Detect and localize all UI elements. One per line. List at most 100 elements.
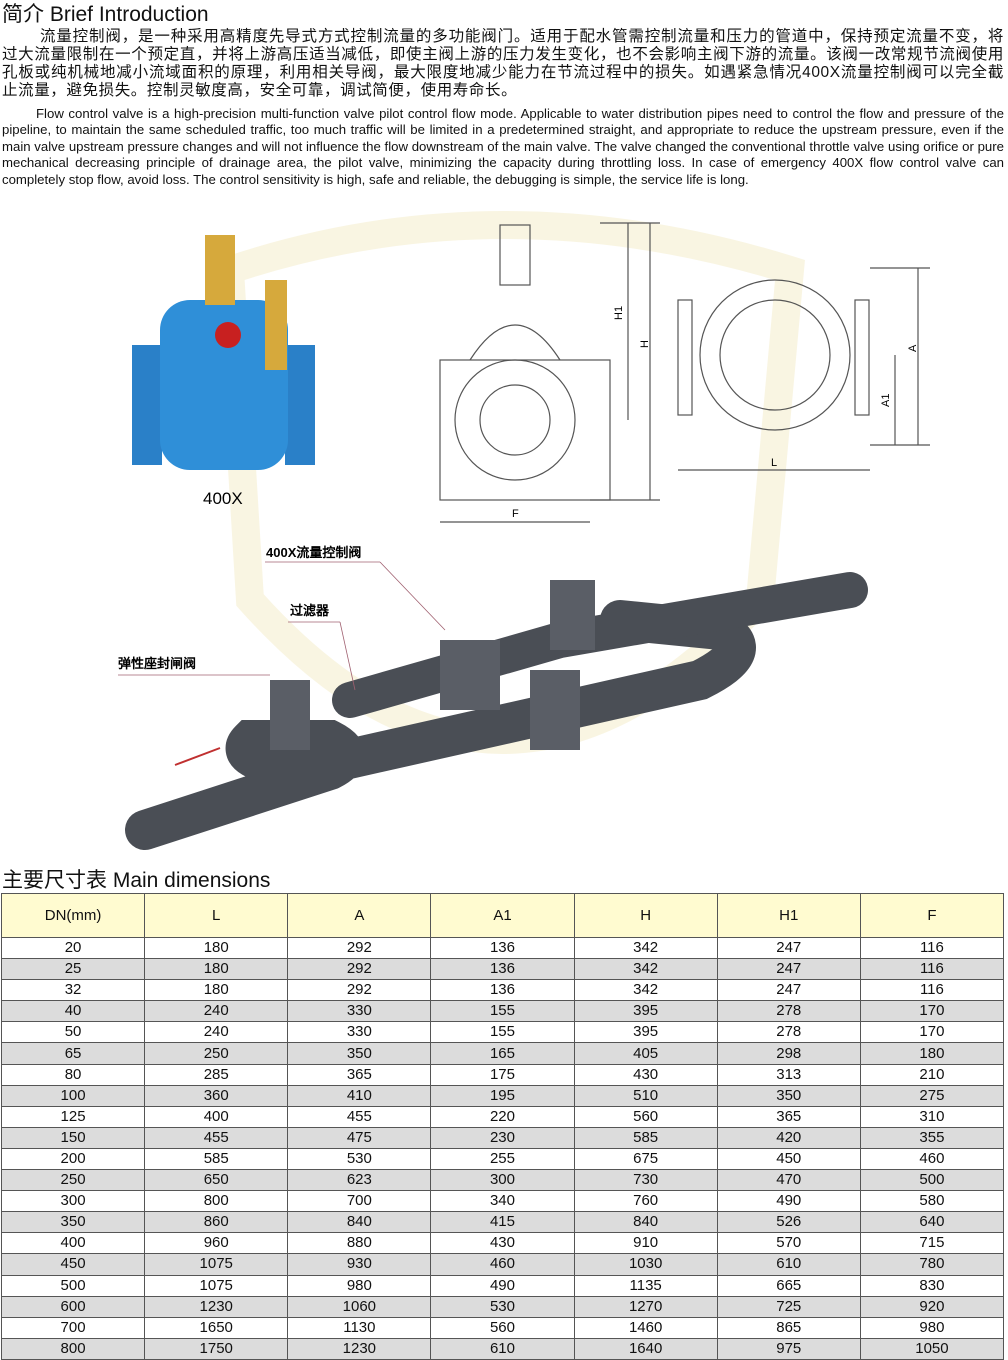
column-header: A [287, 893, 432, 938]
table-cell: 580 [859, 1190, 1005, 1213]
intro-chinese-text: 流量控制阀，是一种采用高精度先导式方式控制流量的多功能阀门。适用于配水管需控制流… [2, 28, 1004, 99]
table-cell: 250 [144, 1042, 289, 1065]
table-cell: 170 [859, 1021, 1005, 1044]
table-cell: 760 [573, 1190, 718, 1213]
table-cell: 500 [0, 1275, 146, 1297]
table-cell: 455 [144, 1127, 289, 1149]
front-drawing [439, 222, 660, 523]
table-cell: 526 [716, 1211, 861, 1234]
intro-title: 简介 Brief Introduction [2, 3, 209, 26]
table-cell: 116 [859, 937, 1005, 960]
table-cell: 247 [716, 937, 861, 960]
dimensions-title: 主要尺寸表 Main dimensions [2, 869, 271, 892]
model-label: 400X [203, 489, 243, 508]
table-cell: 292 [287, 958, 432, 981]
dim-l-label: L [771, 457, 777, 469]
table-cell: 395 [573, 1000, 718, 1023]
table-cell: 510 [573, 1085, 718, 1107]
table-cell: 210 [859, 1064, 1005, 1086]
table-cell: 600 [0, 1296, 146, 1318]
table-cell: 1075 [144, 1253, 289, 1276]
table-cell: 830 [859, 1275, 1005, 1297]
table-cell: 350 [716, 1085, 861, 1107]
column-header: A1 [430, 893, 575, 938]
dim-a1-label: A1 [880, 394, 892, 407]
table-cell: 800 [144, 1190, 289, 1213]
table-cell: 585 [144, 1148, 289, 1171]
table-cell: 570 [716, 1232, 861, 1255]
table-cell: 365 [287, 1064, 432, 1086]
column-header: L [144, 893, 289, 938]
table-cell: 155 [430, 1000, 575, 1023]
table-cell: 1050 [859, 1338, 1005, 1360]
table-cell: 20 [0, 937, 146, 960]
table-cell: 623 [287, 1169, 432, 1192]
table-cell: 650 [144, 1169, 289, 1192]
table-cell: 1075 [144, 1275, 289, 1297]
table-cell: 25 [0, 958, 146, 981]
table-cell: 640 [859, 1211, 1005, 1234]
table-cell: 165 [430, 1042, 575, 1065]
table-cell: 420 [716, 1127, 861, 1149]
table-cell: 405 [573, 1042, 718, 1065]
table-cell: 247 [716, 979, 861, 1002]
table-cell: 560 [573, 1106, 718, 1128]
table-cell: 1270 [573, 1296, 718, 1318]
table-cell: 530 [430, 1296, 575, 1318]
table-cell: 1640 [573, 1338, 718, 1360]
table-cell: 800 [0, 1338, 146, 1360]
table-cell: 1230 [144, 1296, 289, 1318]
table-cell: 490 [716, 1190, 861, 1213]
dim-h1-label: H1 [613, 306, 625, 320]
table-cell: 450 [0, 1253, 146, 1276]
table-cell: 136 [430, 937, 575, 960]
column-header: F [859, 893, 1005, 938]
table-cell: 700 [287, 1190, 432, 1213]
table-cell: 910 [573, 1232, 718, 1255]
table-cell: 342 [573, 937, 718, 960]
table-cell: 330 [287, 1021, 432, 1044]
table-cell: 475 [287, 1127, 432, 1149]
table-cell: 1650 [144, 1317, 289, 1339]
table-cell: 355 [859, 1127, 1005, 1149]
table-cell: 560 [430, 1317, 575, 1339]
table-cell: 342 [573, 979, 718, 1002]
table-cell: 195 [430, 1085, 575, 1107]
table-cell: 585 [573, 1127, 718, 1149]
table-cell: 240 [144, 1021, 289, 1044]
table-cell: 530 [287, 1148, 432, 1171]
side-drawing [677, 267, 930, 471]
table-cell: 410 [287, 1085, 432, 1107]
table-cell: 175 [430, 1064, 575, 1086]
table-cell: 310 [859, 1106, 1005, 1128]
table-cell: 500 [859, 1169, 1005, 1192]
table-cell: 170 [859, 1000, 1005, 1023]
table-cell: 460 [859, 1148, 1005, 1171]
table-cell: 865 [716, 1317, 861, 1339]
table-cell: 275 [859, 1085, 1005, 1107]
table-cell: 700 [0, 1317, 146, 1339]
table-cell: 400 [144, 1106, 289, 1128]
table-cell: 313 [716, 1064, 861, 1086]
table-cell: 1460 [573, 1317, 718, 1339]
dim-f-label: F [512, 508, 519, 520]
table-cell: 340 [430, 1190, 575, 1213]
table-cell: 40 [0, 1000, 146, 1023]
valve-photo [132, 235, 315, 470]
table-cell: 180 [144, 958, 289, 981]
table-cell: 292 [287, 937, 432, 960]
table-cell: 450 [716, 1148, 861, 1171]
table-cell: 220 [430, 1106, 575, 1128]
